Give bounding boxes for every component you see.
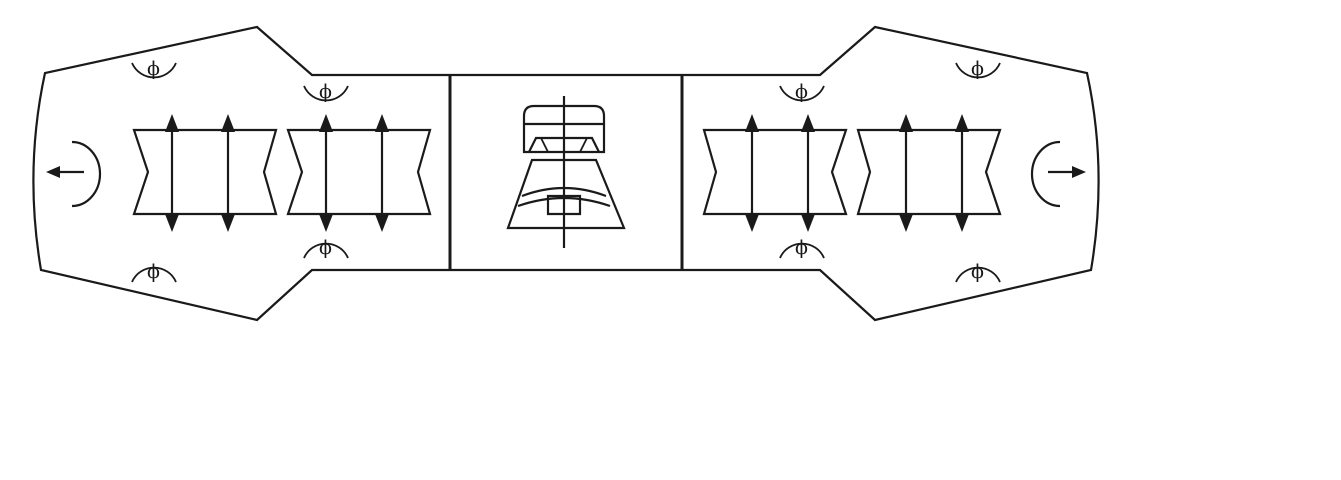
left-extension-block-outer [132, 112, 278, 234]
phi-rotation-icon-right-outer-top [955, 57, 1001, 81]
phi-rotation-icon-left-inner-bottom [303, 236, 349, 260]
left-extension-block-inner [286, 112, 432, 234]
housing-outline [32, 25, 1100, 322]
left-wing-outline [32, 25, 450, 322]
right-outward-arrow-icon [1030, 140, 1086, 208]
left-outward-arrow-icon [46, 140, 102, 208]
phi-rotation-icon-right-inner-top [779, 80, 825, 104]
phi-rotation-icon-right-inner-bottom [779, 236, 825, 260]
central-unit-neck-line-right [579, 137, 588, 153]
phi-rotation-icon-left-outer-top [131, 57, 177, 81]
central-unit-top-body [522, 104, 606, 154]
right-wing-outline [682, 25, 1100, 322]
central-unit-neck-line-left [540, 137, 549, 153]
phi-rotation-icon-left-outer-bottom [131, 260, 177, 284]
phi-rotation-icon-left-inner-top [303, 80, 349, 104]
central-unit-base [506, 158, 626, 230]
right-extension-block-inner [702, 112, 848, 234]
central-unit-inner-block [546, 194, 582, 216]
right-extension-block-outer [856, 112, 1002, 234]
phi-rotation-icon-right-outer-bottom [955, 260, 1001, 284]
central-unit-symbol [506, 96, 626, 248]
